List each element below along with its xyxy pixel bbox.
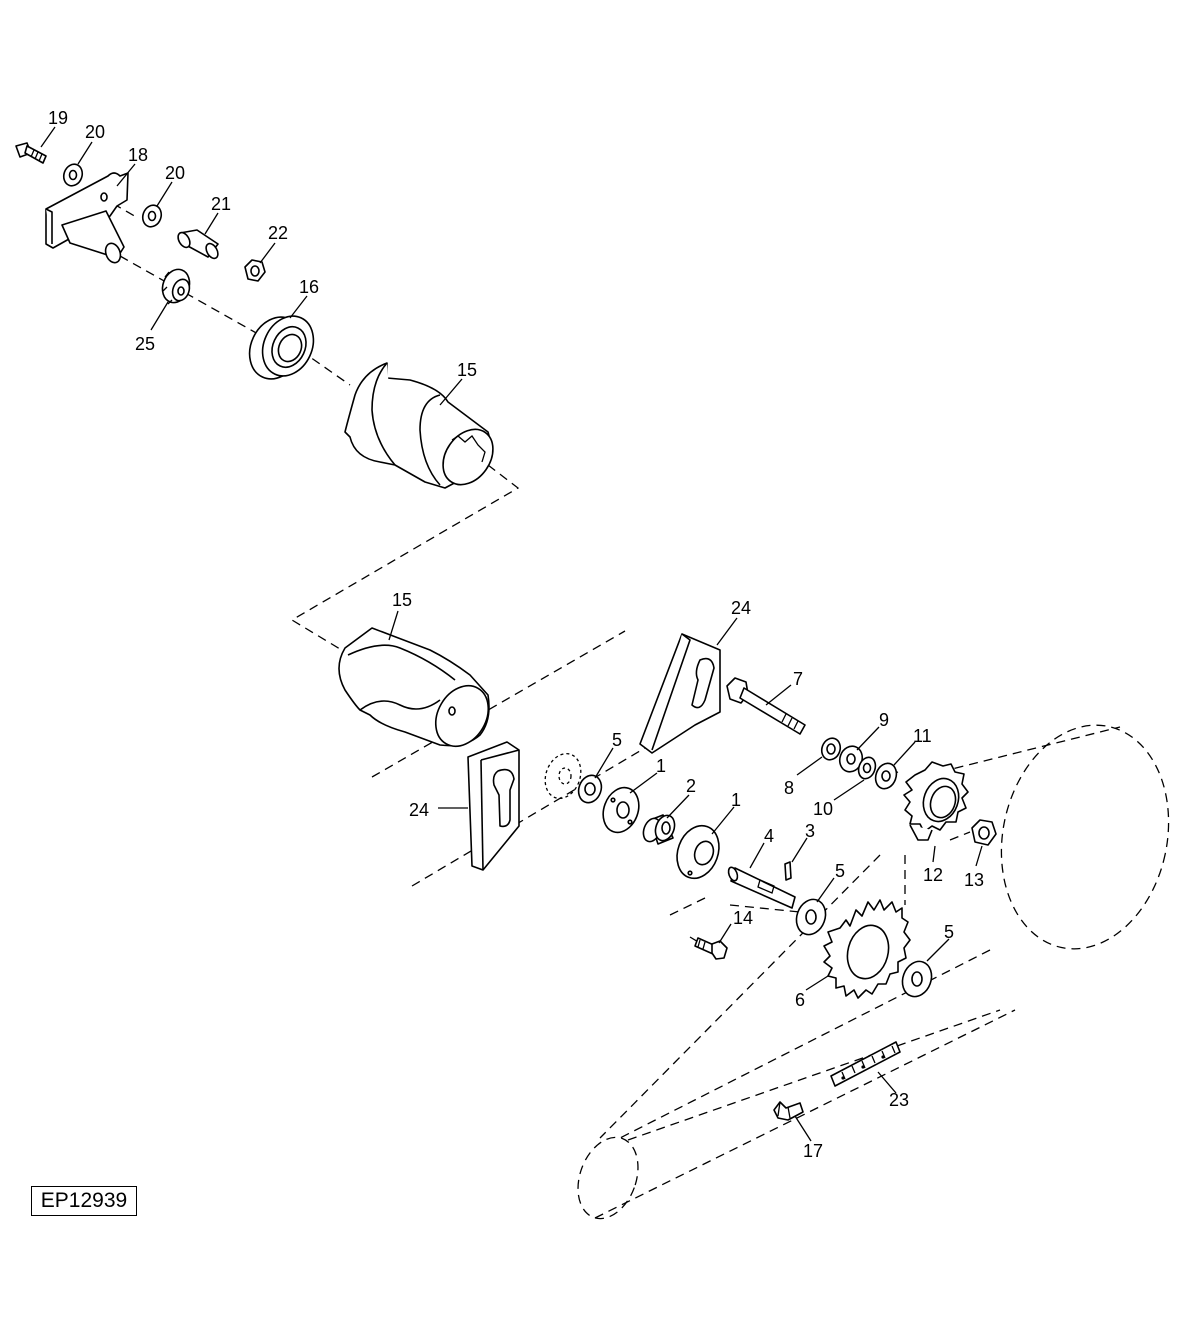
callout-1-left: 1 [656,756,666,776]
key-3 [784,861,792,881]
washer-5-lower [901,960,933,998]
callout-24-upper: 24 [731,598,751,618]
sprocket-12 [903,761,969,841]
flange-1-left [602,786,640,834]
callout-15-upper: 15 [457,360,477,380]
callout-14: 14 [733,908,753,928]
bolt-19 [15,142,47,164]
callout-15-lower: 15 [392,590,412,610]
washer-10 [857,756,877,780]
chain-loop [577,724,1170,1220]
callout-5-middle: 5 [835,861,845,881]
bracket-18 [45,172,129,264]
washer-9 [838,745,864,773]
washer-8 [820,737,842,761]
washer-5-middle [795,898,827,936]
callout-11: 11 [913,726,932,746]
plate-24-upper [639,633,721,754]
sprocket-6 [823,899,911,999]
plate-24-lower [467,741,520,871]
callout-25: 25 [135,334,155,354]
gasket [544,752,582,800]
washer-20-upper [62,163,84,187]
callout-17: 17 [803,1141,823,1161]
flange-1-right [676,824,720,880]
callout-19: 19 [48,108,68,128]
nut-13 [971,819,997,846]
callout-2: 2 [686,776,696,796]
callout-7: 7 [793,669,803,689]
callout-9: 9 [879,710,889,730]
washer-5-upper [577,774,603,804]
callout-23: 23 [889,1090,909,1110]
callout-20-lower: 20 [165,163,185,183]
callout-10: 10 [813,799,833,819]
washer-11 [874,762,898,790]
callout-labels: 19 20 18 20 21 22 16 25 15 15 24 24 7 5 … [48,108,984,1161]
assembly-lines [99,195,971,944]
leader-lines [40,126,983,1142]
callout-13: 13 [964,870,984,890]
nut-22 [244,259,266,282]
callout-3: 3 [805,821,815,841]
callout-12: 12 [923,865,943,885]
bolt-14 [694,937,728,960]
shaft-4 [727,866,796,909]
callout-24-lower: 24 [409,800,429,820]
callout-4: 4 [764,826,774,846]
spacer-21 [177,229,219,260]
connector-link-17 [773,1101,804,1121]
bearing-25 [161,268,191,305]
washer-20-lower [141,204,163,228]
callout-22: 22 [268,223,288,243]
callout-6: 6 [795,990,805,1010]
callout-8: 8 [784,778,794,798]
chain-23 [830,1041,901,1087]
callout-18: 18 [128,145,148,165]
tube-15-upper [344,362,494,489]
callout-16: 16 [299,277,319,297]
tube-15-lower [338,627,490,747]
callout-20-upper: 20 [85,122,105,142]
reference-code-label: EP12939 [31,1186,137,1216]
callout-5-upper: 5 [612,730,622,750]
bearing-16 [248,315,315,380]
callout-5-lower: 5 [944,922,954,942]
bearing-2 [642,814,676,845]
bolt-7 [726,677,806,735]
callout-1-right: 1 [731,790,741,810]
callout-21: 21 [211,194,231,214]
